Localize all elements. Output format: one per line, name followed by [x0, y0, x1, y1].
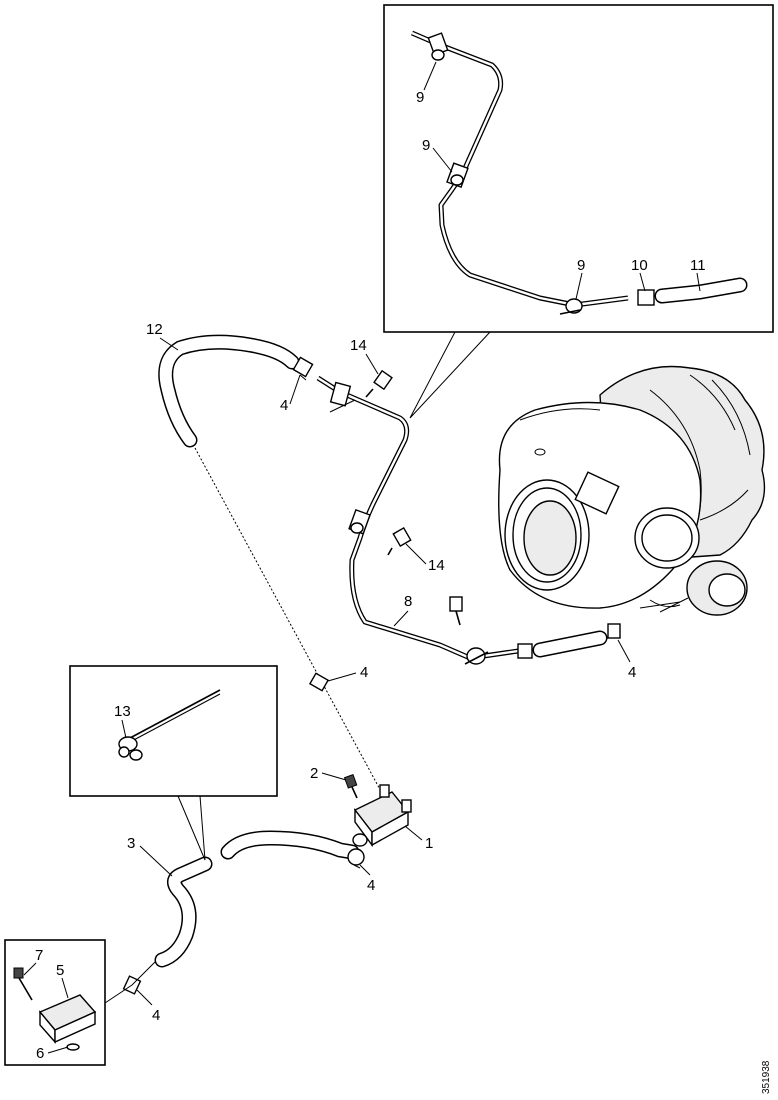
callout-4-d: 4 — [367, 877, 375, 894]
callout-4-e: 4 — [152, 1007, 160, 1024]
callout-4-a: 4 — [280, 397, 288, 414]
pipe-8 — [316, 375, 526, 661]
callout-8: 8 — [404, 593, 412, 610]
inset-pointer — [409, 331, 491, 419]
detail-inset-sensor — [69, 665, 278, 861]
solenoid-valve-1 — [352, 784, 412, 848]
callout-9-c: 9 — [577, 257, 585, 274]
assembly-line — [194, 447, 384, 796]
screw-7 — [13, 967, 33, 1001]
pipe-clamp-upper — [329, 381, 356, 413]
inset-clamp-3 — [559, 298, 583, 315]
callout-3: 3 — [127, 835, 135, 852]
callout-10: 10 — [631, 257, 648, 274]
callout-11: 11 — [690, 257, 706, 274]
reference-number: 351938 — [761, 1060, 772, 1094]
sensor-rod — [129, 689, 221, 739]
inset-clamp-2 — [446, 162, 469, 189]
inset-connector — [637, 289, 655, 306]
callout-9-a: 9 — [416, 89, 424, 106]
detail-inset-valve — [4, 939, 106, 1066]
clamp-4-lower-hose — [347, 848, 365, 869]
screw-14-lower — [449, 596, 463, 626]
pipe-clamp-middle — [348, 508, 371, 535]
screw-14-upper — [365, 369, 393, 398]
callout-14-b: 14 — [428, 557, 445, 574]
hose-12-clamp — [292, 356, 314, 381]
compressor-outlet — [634, 507, 700, 569]
wastegate-actuator — [659, 560, 748, 616]
nut-6 — [66, 1043, 80, 1051]
callout-14-a: 14 — [350, 337, 367, 354]
outlet-flange — [574, 471, 620, 515]
callout-1: 1 — [425, 835, 433, 852]
callout-5: 5 — [56, 962, 64, 979]
bottom-assembly-line — [104, 961, 156, 1004]
pipe-clamp-lower — [464, 647, 489, 665]
inset-pointer-middle — [177, 795, 206, 861]
callout-13: 13 — [114, 703, 131, 720]
screw-14-middle — [387, 526, 412, 556]
inset-frame-middle — [69, 665, 278, 797]
inset-clamp-1 — [427, 32, 449, 61]
clamp-at-turbo — [607, 623, 621, 639]
callout-12: 12 — [146, 321, 163, 338]
connector-4-mid — [308, 672, 330, 692]
callout-4-b: 4 — [628, 664, 636, 681]
valve-5 — [38, 994, 97, 1044]
compressor-inlet — [504, 479, 590, 591]
callout-9-b: 9 — [422, 137, 430, 154]
screw-2 — [343, 773, 358, 799]
pipe-connector — [517, 643, 533, 659]
inset-frame-bottom — [4, 939, 106, 1066]
callout-4-c: 4 — [360, 664, 368, 681]
callout-2: 2 — [310, 765, 318, 782]
turbocharger — [498, 365, 766, 616]
sensor-fitting — [118, 736, 143, 761]
callout-7: 7 — [35, 947, 43, 964]
callout-6: 6 — [36, 1045, 44, 1062]
detail-inset-pipe-routing: 9 9 9 10 11 — [383, 4, 774, 419]
